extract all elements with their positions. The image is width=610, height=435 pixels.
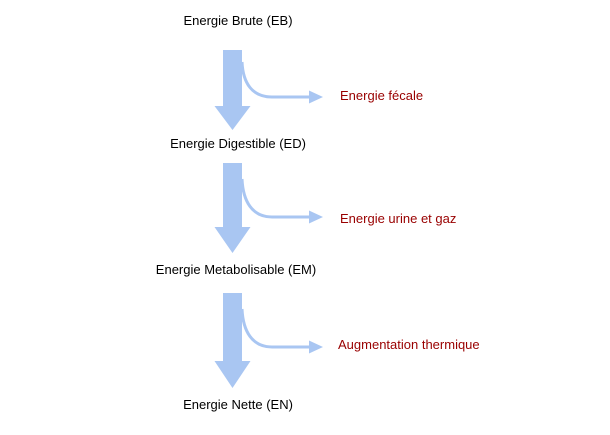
flow-arrow-eb-to-ed (214, 50, 323, 130)
branch-arrowhead-icon (309, 210, 323, 224)
flow-arrow-em-to-en (214, 293, 323, 388)
branch-curve-icon (240, 61, 309, 99)
branch-label-energie-fecale: Energie fécale (340, 88, 424, 103)
node-label-energie-brute: Energie Brute (EB) (183, 13, 293, 28)
branch-arrowhead-icon (309, 340, 323, 354)
branch-label-energie-urine-gaz: Energie urine et gaz (340, 211, 457, 226)
down-arrow-icon (214, 293, 251, 388)
node-label-energie-digestible: Energie Digestible (ED) (170, 136, 306, 151)
down-arrow-icon (214, 50, 251, 130)
branch-arrowhead-icon (309, 90, 323, 104)
down-arrow-icon (214, 163, 251, 253)
branch-curve-icon (240, 308, 309, 349)
branch-curve-icon (240, 178, 309, 219)
flow-arrow-ed-to-em (214, 163, 323, 253)
node-label-energie-metabolisable: Energie Metabolisable (EM) (155, 262, 317, 277)
node-label-energie-nette: Energie Nette (EN) (183, 397, 293, 412)
branch-label-augmentation-thermique: Augmentation thermique (338, 337, 480, 352)
